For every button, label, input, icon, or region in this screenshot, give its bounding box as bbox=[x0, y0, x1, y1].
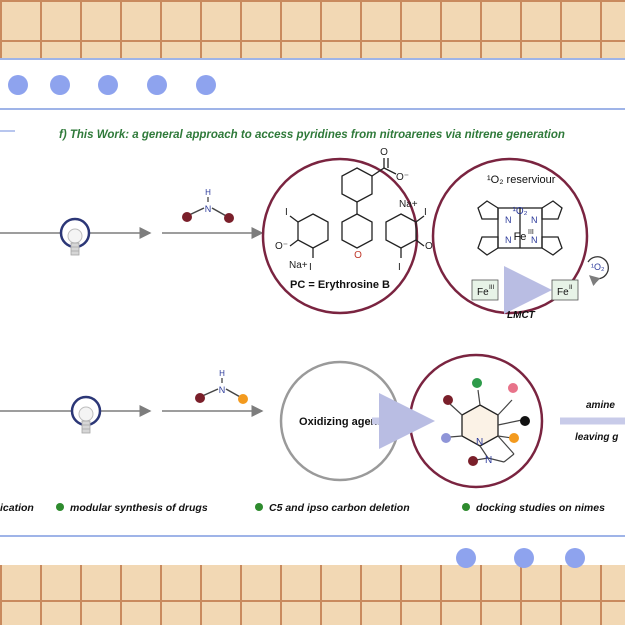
oxidizing-agent-label: Oxidizing agent bbox=[299, 416, 381, 428]
fe2-label: Fe bbox=[557, 287, 569, 298]
bullet-icon bbox=[255, 503, 263, 511]
pyridine-nitrogen: N bbox=[476, 437, 483, 448]
decor-dot bbox=[8, 75, 28, 95]
fe3-box bbox=[471, 279, 499, 301]
amine-n-label: N bbox=[219, 385, 226, 395]
porphyrin-structure bbox=[477, 200, 563, 256]
feature-1-text: ication bbox=[0, 502, 34, 514]
ketone-oxygen: O bbox=[425, 241, 433, 252]
released-singlet-oxygen: ¹O₂ bbox=[591, 262, 605, 272]
xanthene-oxygen: O bbox=[354, 250, 362, 261]
fe3-ox: III bbox=[489, 284, 495, 291]
decor-dot bbox=[565, 548, 585, 568]
bottom-border-line bbox=[0, 535, 625, 537]
center-iron: Fe bbox=[514, 231, 527, 243]
nitrogen-2: N bbox=[531, 215, 538, 225]
release-curve-arrow bbox=[587, 256, 609, 286]
amine-h-label: H bbox=[205, 188, 211, 197]
light-bulb-icon bbox=[59, 217, 91, 256]
bullet-icon bbox=[462, 503, 470, 511]
decor-dot bbox=[50, 75, 70, 95]
iodine-3: I bbox=[309, 262, 312, 273]
secondary-amine-dark: N H bbox=[182, 188, 234, 223]
carboxyl-oxygen: O bbox=[380, 147, 388, 158]
lmct-label: LMCT bbox=[507, 310, 536, 321]
photocatalyst-label: PC = Erythrosine B bbox=[290, 279, 390, 291]
sodium-ion-2: Na+ bbox=[289, 260, 308, 271]
reservoir-label: ¹O₂ reserviour bbox=[487, 174, 556, 186]
fe2-box bbox=[551, 279, 579, 301]
nitrogen-4: N bbox=[531, 235, 538, 245]
oxide-oxygen: O⁻ bbox=[275, 241, 288, 252]
leaving-group-label: leaving g bbox=[575, 432, 618, 443]
center-iron-ox: III bbox=[528, 229, 534, 236]
pyridinium-intermediate bbox=[441, 378, 530, 466]
amine-n-label: N bbox=[205, 204, 212, 214]
amine-h-label: H bbox=[219, 369, 225, 378]
decor-dot bbox=[514, 548, 534, 568]
fe3-label: Fe bbox=[477, 287, 489, 298]
decor-dot bbox=[98, 75, 118, 95]
header-divider-line bbox=[0, 108, 625, 110]
amine-label: amine bbox=[586, 400, 615, 411]
bound-singlet-oxygen: ¹O₂ bbox=[513, 206, 528, 217]
secondary-amine-mixed: N H bbox=[195, 369, 248, 404]
nitrogen-1: N bbox=[505, 215, 512, 225]
decor-dot bbox=[147, 75, 167, 95]
carboxylate-oxygen: O⁻ bbox=[396, 172, 409, 183]
feature-4-text: docking studies on nimes bbox=[476, 502, 605, 514]
photocatalyst-circle bbox=[261, 157, 419, 315]
decor-dot bbox=[196, 75, 216, 95]
nitrogen-3: N bbox=[505, 235, 512, 245]
iodine-4: I bbox=[398, 262, 401, 273]
scheme-title: f) This Work: a general approach to acce… bbox=[59, 129, 565, 141]
erythrosine-structure bbox=[289, 158, 425, 258]
top-border-line bbox=[0, 58, 625, 60]
decor-dot bbox=[456, 548, 476, 568]
feature-3-text: C5 and ipso carbon deletion bbox=[269, 502, 410, 514]
sodium-ion-1: Na+ bbox=[399, 199, 418, 210]
fe2-ox: II bbox=[569, 284, 573, 291]
bullet-icon bbox=[56, 503, 64, 511]
light-bulb-icon bbox=[70, 395, 102, 434]
iodine-1: I bbox=[285, 207, 288, 218]
amine-nitrogen: N bbox=[485, 455, 492, 466]
feature-2-text: modular synthesis of drugs bbox=[70, 502, 208, 514]
iodine-2: I bbox=[424, 207, 427, 218]
